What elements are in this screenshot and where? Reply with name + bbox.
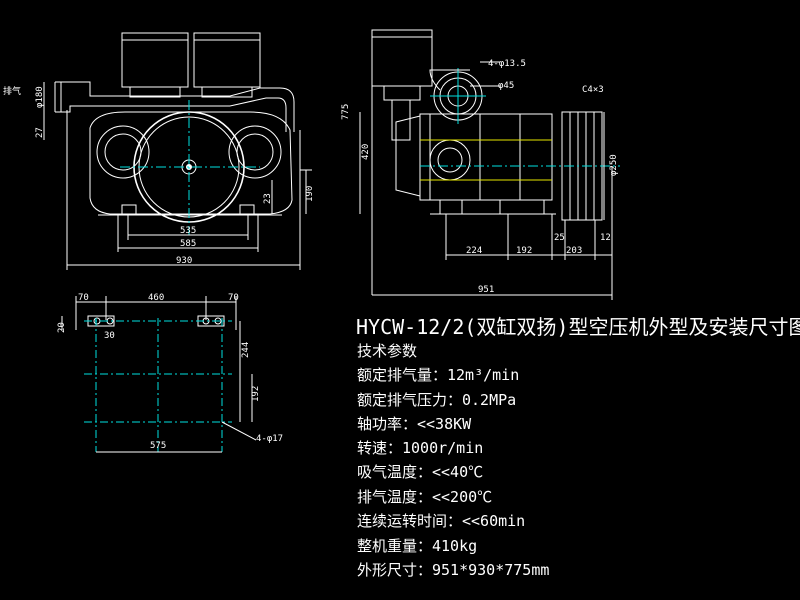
rotor-left xyxy=(96,125,150,179)
dim-192: 192 xyxy=(516,246,532,256)
spec-line: 排气温度：<<200℃ xyxy=(357,488,493,506)
side-view xyxy=(359,29,620,300)
dim-460: 460 xyxy=(148,293,164,303)
dim-951: 951 xyxy=(478,285,494,295)
front-view xyxy=(43,32,312,270)
dim-30: 30 xyxy=(104,331,115,341)
dim-belt: C4×3 xyxy=(582,85,604,95)
spec-line: 整机重量：410kg xyxy=(357,537,478,555)
rotor-right xyxy=(228,125,282,179)
dim-12: 12 xyxy=(600,233,611,243)
spec-line: 连续运转时间：<<60min xyxy=(357,512,526,530)
params-heading: 技术参数 xyxy=(357,342,418,360)
dim-d180: φ180 xyxy=(35,86,45,108)
spec-line: 转速：1000r/min xyxy=(357,439,484,457)
dim-23: 23 xyxy=(263,193,273,204)
dim-420: 420 xyxy=(361,144,371,160)
compressor-housing xyxy=(89,111,293,215)
dim-27: 27 xyxy=(35,127,45,138)
spec-line: 额定排气量：12m³/min xyxy=(357,366,520,384)
dim-holes-plan: 4-φ17 xyxy=(256,434,283,444)
dim-192-plan: 192 xyxy=(251,386,261,402)
spec-line: 轴功率：<<38KW xyxy=(357,415,472,433)
dim-holes-side: 4-φ13.5 xyxy=(488,59,526,69)
dim-20: 20 xyxy=(57,322,67,333)
dim-224: 224 xyxy=(466,246,482,256)
dim-70b: 70 xyxy=(228,293,239,303)
spec-line: 吸气温度：<<40℃ xyxy=(357,463,484,481)
dim-pulley: φ250 xyxy=(609,154,619,176)
dim-244: 244 xyxy=(241,342,251,358)
dim-203: 203 xyxy=(566,246,582,256)
filter-left xyxy=(121,32,189,88)
side-filter xyxy=(371,29,433,87)
dim-930: 930 xyxy=(176,256,192,266)
spec-line: 外形尺寸：951*930*775mm xyxy=(357,561,550,579)
dim-25: 25 xyxy=(554,233,565,243)
dim-d45: φ45 xyxy=(498,81,514,91)
plan-view xyxy=(61,296,257,453)
dim-535: 535 xyxy=(180,226,196,236)
dim-70a: 70 xyxy=(78,293,89,303)
dim-775: 775 xyxy=(341,104,351,120)
spec-line: 额定排气压力：0.2MPa xyxy=(357,391,517,409)
side-body xyxy=(419,113,553,201)
filter-right xyxy=(193,32,261,88)
drawing-title: HYCW-12/2(双缸双扬)型空压机外型及安装尺寸图 xyxy=(356,315,800,339)
dim-190: 190 xyxy=(305,186,315,202)
exhaust-label: 排气 xyxy=(3,85,21,97)
dim-575: 575 xyxy=(150,441,166,451)
dim-585: 585 xyxy=(180,239,196,249)
